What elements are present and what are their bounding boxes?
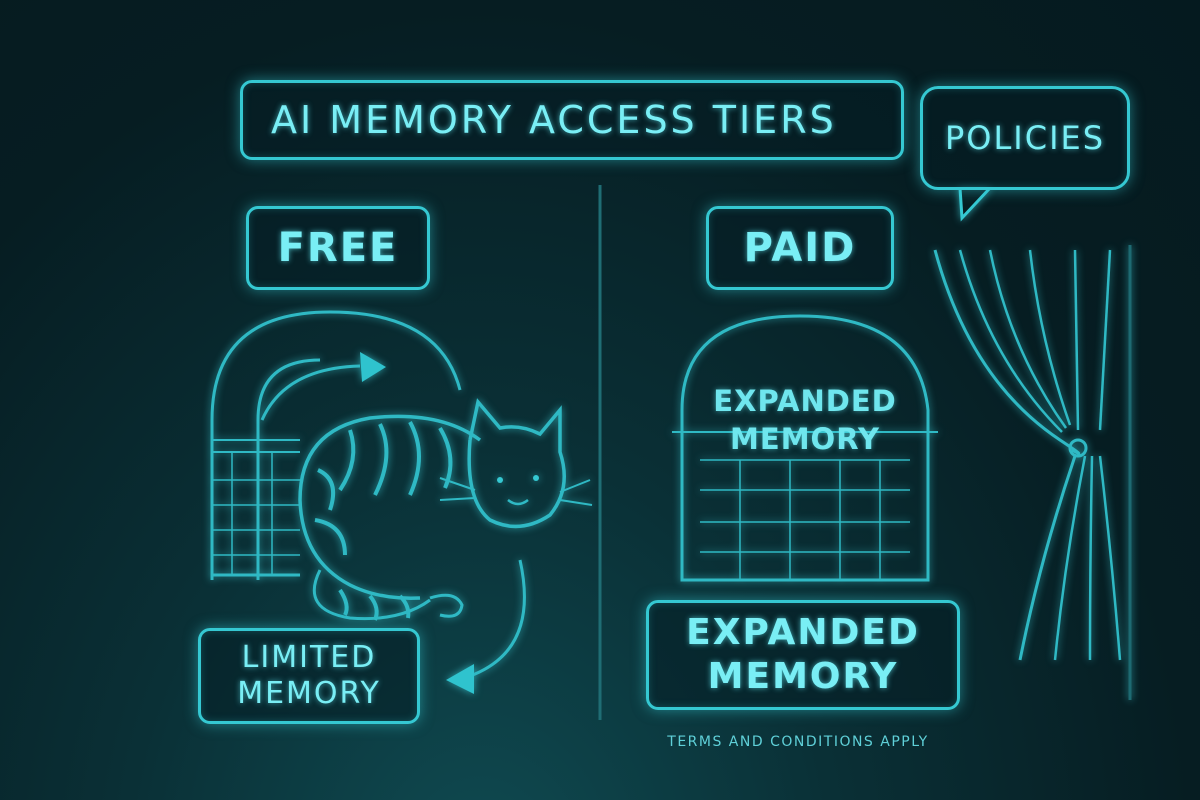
free-tier-label: FREE (246, 206, 430, 290)
expanded-memory-box: EXPANDED MEMORY (646, 600, 960, 710)
paid-tier-label: PAID (706, 206, 894, 290)
free-window-icon (210, 310, 462, 580)
paid-arch-text: EXPANDED MEMORY (680, 382, 930, 458)
limited-line-2: MEMORY (237, 676, 381, 711)
arch-line-1: EXPANDED (713, 384, 897, 418)
limited-line-1: LIMITED (241, 640, 377, 675)
speech-bubble-tail (958, 186, 992, 222)
paid-arch-window-icon (672, 314, 938, 582)
expanded-line-1: EXPANDED (686, 612, 920, 653)
expanded-line-2: MEMORY (707, 656, 899, 697)
curtain-icon (933, 245, 1132, 700)
speech-bubble-icon: POLICIES (920, 86, 1130, 190)
arrow-icon-top (260, 352, 386, 421)
policies-label: POLICIES (944, 119, 1106, 157)
cat-icon (298, 398, 593, 621)
arrow-icon-bottom (446, 559, 526, 694)
page-title: AI MEMORY ACCESS TIERS (240, 80, 904, 160)
arch-line-2: MEMORY (730, 422, 880, 456)
terms-text: TERMS AND CONDITIONS APPLY (667, 734, 929, 750)
limited-memory-box: LIMITED MEMORY (198, 628, 420, 724)
